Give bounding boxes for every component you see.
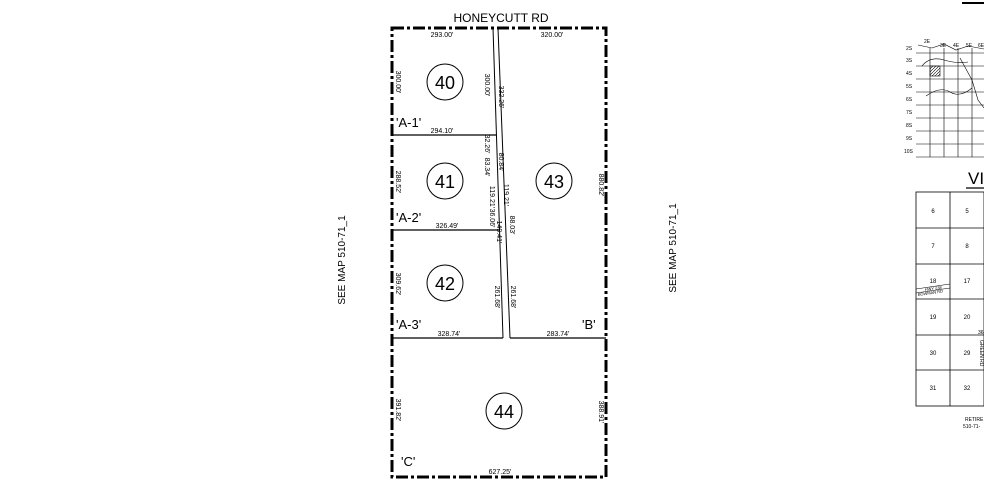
see-map-right: SEE MAP 510-71_1 xyxy=(668,203,679,293)
township-label: 5S xyxy=(906,84,913,90)
dim-p44-west: 391.82' xyxy=(394,399,401,422)
range-label: 5E xyxy=(966,43,973,49)
township-grid xyxy=(916,43,984,158)
label-c: 'C' xyxy=(401,454,415,469)
section-number: 20 xyxy=(964,315,971,321)
hatched-area xyxy=(929,65,941,77)
section-number: 17 xyxy=(964,279,971,285)
road-name: HONEYCUTT RD xyxy=(453,11,548,25)
see-map-left: SEE MAP 510-71_1 xyxy=(337,215,348,305)
parcel-42-number: 42 xyxy=(435,274,455,294)
dim-strip-h: 88.03' xyxy=(508,216,515,235)
parcel-41-number: 41 xyxy=(435,172,455,192)
section-number: 19 xyxy=(930,315,937,321)
main-map: 40 41 42 43 44 HONEYCUTT RD SEE MAP 510-… xyxy=(337,11,679,479)
dim-p40-south: 294.10' xyxy=(431,128,454,135)
section-number: 32 xyxy=(964,386,971,392)
dim-p42-east: 261.68' xyxy=(493,286,500,309)
dim-strip-g: 149.41' xyxy=(495,221,502,244)
parcel-40-circle xyxy=(426,63,464,101)
township-label: 3S xyxy=(906,58,913,64)
map-boundary xyxy=(390,26,608,479)
dim-p43-east: 880.82' xyxy=(597,174,604,197)
dim-strip-f: 36.06' xyxy=(488,209,495,228)
section-number: 18 xyxy=(930,279,937,285)
dim-strip-a: 32.26' xyxy=(483,135,490,154)
dim-p40-east: 300.00' xyxy=(483,74,490,97)
township-label: 6S xyxy=(906,97,913,103)
parcel-41-circle xyxy=(426,162,464,200)
label-a3: 'A-3' xyxy=(396,317,421,332)
range-label: 2E xyxy=(924,39,931,45)
parcel-42-circle xyxy=(426,264,464,302)
dim-p44-south: 627.25' xyxy=(489,469,512,476)
road-label-bowman: BOWMAN RD xyxy=(917,288,943,296)
vicinity-inset: 2E 3E 4E 5E 6E 2S 3S 4S 5S 6S 7S 8S 9S 1… xyxy=(904,2,984,430)
dim-top-right: 320.00' xyxy=(541,32,564,39)
dim-strip-north: 332.26' xyxy=(497,86,504,109)
section-number: 8 xyxy=(965,244,969,250)
section-number: 31 xyxy=(930,386,937,392)
dim-p44-east: 388.91' xyxy=(597,401,604,424)
dim-strip-d: 119.21' xyxy=(488,186,495,208)
range-label: 6E xyxy=(978,43,984,49)
label-b: 'B' xyxy=(582,317,596,332)
strip-line-east xyxy=(497,27,511,339)
range-label: 3E xyxy=(940,43,947,49)
label-a2: 'A-2' xyxy=(396,210,421,225)
dim-p42-south: 328.74' xyxy=(438,331,461,338)
section-number: 29 xyxy=(964,351,971,357)
dim-strip-e: 119.21' xyxy=(502,184,509,206)
dim-b-south: 283.74' xyxy=(547,331,570,338)
dim-p40-west: 300.00' xyxy=(394,71,401,94)
vicinity-footer-2: 510-71- xyxy=(963,424,981,430)
label-a1: 'A-1' xyxy=(396,115,421,130)
parcel-44-circle xyxy=(485,392,523,430)
township-label: 2S xyxy=(906,46,913,52)
vicinity-title: VI xyxy=(968,169,984,188)
parcel-43-circle xyxy=(535,162,573,200)
dim-b-west: 261.68' xyxy=(509,286,516,309)
township-label: 4S xyxy=(906,71,913,77)
section-number: 5 xyxy=(965,209,969,215)
section-number: 6 xyxy=(931,209,935,215)
dim-strip-b: 83.34' xyxy=(483,158,490,177)
road-label-hwy238: HWY 238 xyxy=(924,285,942,292)
township-label: 10S xyxy=(904,149,914,155)
section-number: 30 xyxy=(930,351,937,357)
dim-p42-west: 309.62' xyxy=(394,273,401,296)
dim-strip-c: 80.84' xyxy=(497,153,504,172)
road-label-green: GREEN RD xyxy=(978,340,984,367)
range-label: 4E xyxy=(953,43,960,49)
range-labels: 2E 3E 4E 5E 6E xyxy=(924,39,984,49)
township-label: 9S xyxy=(906,136,913,142)
parcel-40-number: 40 xyxy=(435,73,455,93)
township-labels: 2S 3S 4S 5S 6S 7S 8S 9S 10S xyxy=(904,46,914,155)
dim-top-left: 293.00' xyxy=(431,32,454,39)
section-number-partial: 36 xyxy=(978,330,984,336)
dim-p41-west: 288.52' xyxy=(394,171,401,194)
township-label: 7S xyxy=(906,110,913,116)
parcel-44-number: 44 xyxy=(494,402,514,422)
vicinity-footer-1: RETIRE xyxy=(965,417,984,423)
section-number: 7 xyxy=(931,244,935,250)
sections-grid xyxy=(915,191,984,407)
dim-p41-south: 326.49' xyxy=(436,223,459,230)
strip-line-west xyxy=(492,27,504,339)
parcel-43-number: 43 xyxy=(544,172,564,192)
township-label: 8S xyxy=(906,123,913,129)
